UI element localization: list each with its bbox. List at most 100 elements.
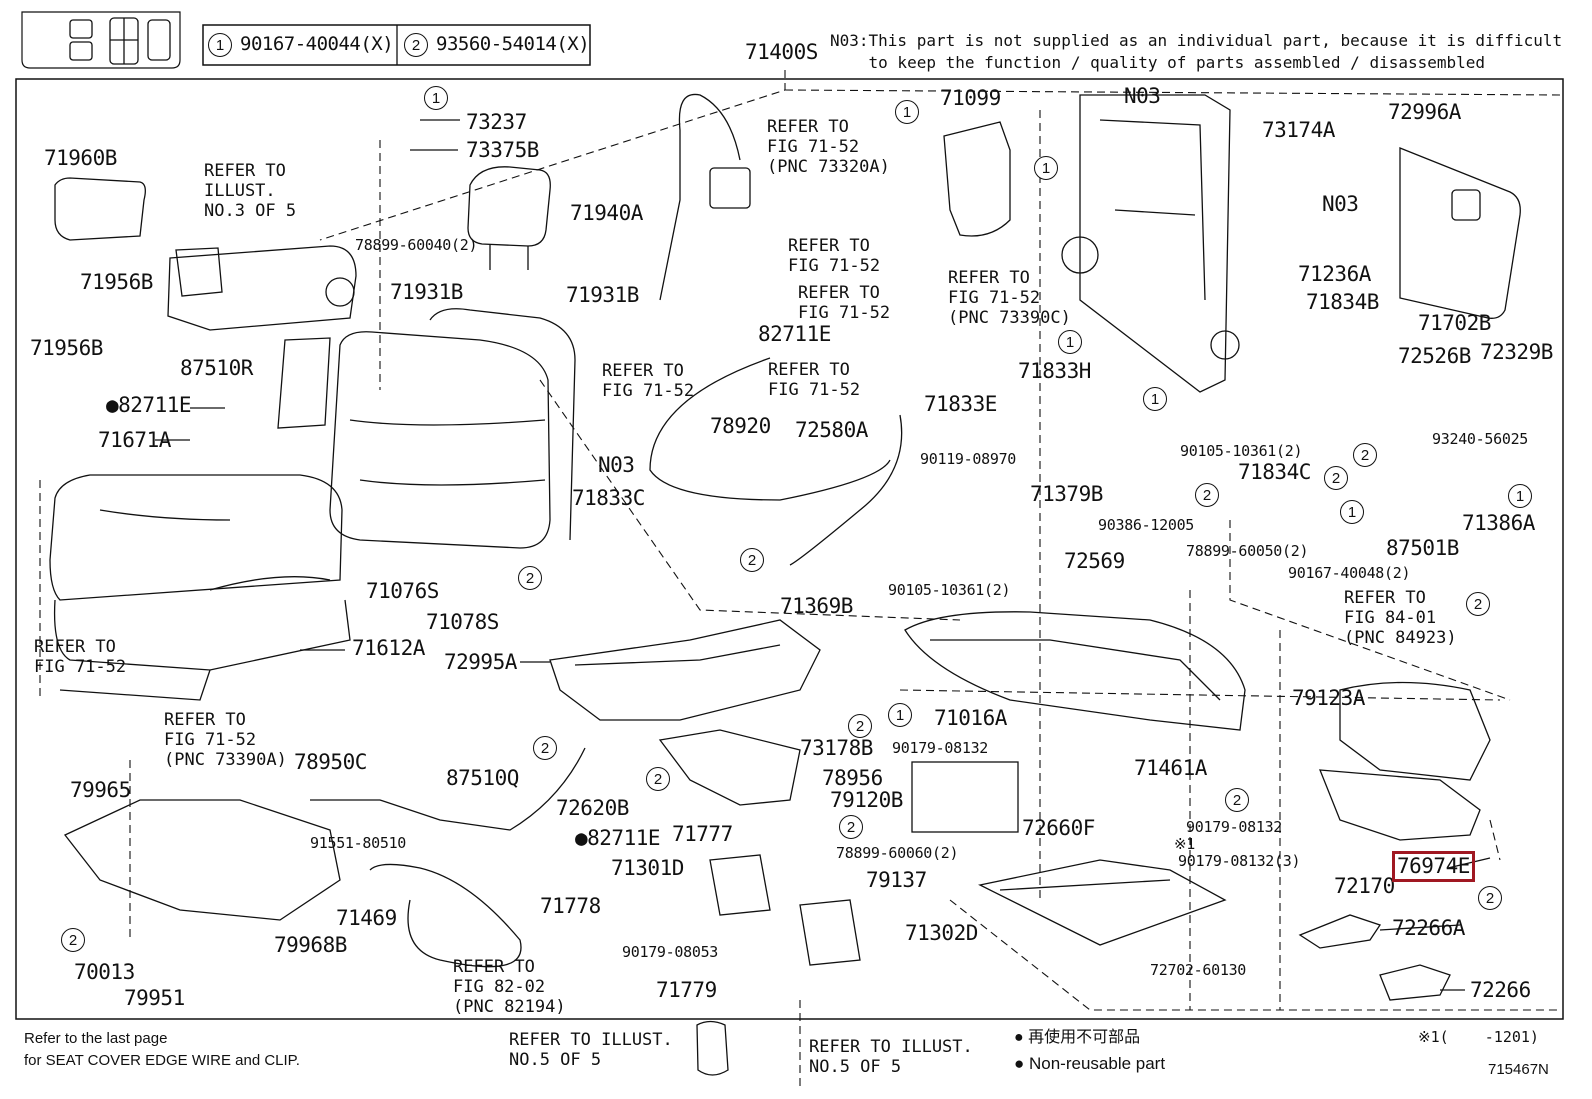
part-label[interactable]: 73237 bbox=[466, 110, 527, 134]
part-label[interactable]: 90119-08970 bbox=[920, 450, 1017, 468]
part-label[interactable]: 71833E bbox=[924, 392, 997, 416]
part-label[interactable]: 72526B bbox=[1398, 344, 1471, 368]
part-label[interactable]: N03 bbox=[1322, 192, 1359, 216]
part-label[interactable]: 78920 bbox=[710, 414, 771, 438]
part-label-71400s[interactable]: 71400S bbox=[745, 40, 818, 64]
part-label[interactable]: 72266A bbox=[1392, 916, 1465, 940]
part-label[interactable]: 78956 bbox=[822, 766, 883, 790]
part-label[interactable]: 71778 bbox=[540, 894, 601, 918]
part-label[interactable]: 72266 bbox=[1470, 978, 1531, 1002]
part-label[interactable]: 71834B bbox=[1306, 290, 1379, 314]
refer-to-label[interactable]: REFER TO ILLUST. NO.5 OF 5 bbox=[509, 1030, 673, 1070]
part-label[interactable]: 79120B bbox=[830, 788, 903, 812]
part-label[interactable]: 90179-08132 bbox=[1186, 818, 1283, 836]
part-label[interactable]: 71016A bbox=[934, 706, 1007, 730]
part-label[interactable]: 71833C bbox=[572, 486, 645, 510]
refer-to-label[interactable]: REFER TO FIG 71-52 (PNC 73390C) bbox=[948, 268, 1071, 328]
part-label[interactable]: 73178B bbox=[800, 736, 873, 760]
part-label[interactable]: 71301D bbox=[611, 856, 684, 880]
part-label[interactable]: 71940A bbox=[570, 201, 643, 225]
part-label[interactable]: 72170 bbox=[1334, 874, 1395, 898]
part-label[interactable]: 82711E bbox=[758, 322, 831, 346]
part-label[interactable]: 79965 bbox=[70, 778, 131, 802]
part-label[interactable]: 72569 bbox=[1064, 549, 1125, 573]
part-label[interactable]: ●82711E bbox=[106, 393, 192, 417]
part-label[interactable]: 78950C bbox=[294, 750, 367, 774]
part-label[interactable]: 71469 bbox=[336, 906, 397, 930]
part-label[interactable]: 72580A bbox=[795, 418, 868, 442]
part-label[interactable]: 72660F bbox=[1022, 816, 1095, 840]
part-label[interactable]: ●82711E bbox=[575, 826, 661, 850]
part-label[interactable]: 71461A bbox=[1134, 756, 1207, 780]
part-label[interactable]: 71671A bbox=[98, 428, 171, 452]
part-label[interactable]: 71956B bbox=[30, 336, 103, 360]
part-label[interactable]: 87510R bbox=[180, 356, 253, 380]
part-label[interactable]: 71956B bbox=[80, 270, 153, 294]
part-label[interactable]: 87510Q bbox=[446, 766, 519, 790]
callout-2: 2 bbox=[1478, 886, 1502, 910]
part-label[interactable]: 72702-60130 bbox=[1150, 961, 1247, 979]
part-label[interactable]: 78899-60040(2) bbox=[355, 236, 478, 254]
refer-to-label[interactable]: REFER TO FIG 82-02 (PNC 82194) bbox=[453, 957, 566, 1017]
refer-to-label[interactable]: REFER TO ILLUST. NO.5 OF 5 bbox=[809, 1037, 973, 1077]
part-label[interactable]: 71833H bbox=[1018, 359, 1091, 383]
refer-to-label[interactable]: REFER TO FIG 84-01 (PNC 84923) bbox=[1344, 588, 1457, 648]
refer-to-label[interactable]: REFER TO FIG 71-52 bbox=[788, 236, 881, 276]
part-label[interactable]: 79123A bbox=[1292, 686, 1365, 710]
part-label[interactable]: 71076S bbox=[366, 579, 439, 603]
part-label[interactable]: 72329B bbox=[1480, 340, 1553, 364]
part-label-76974e-highlighted[interactable]: 76974E bbox=[1392, 851, 1475, 882]
part-label[interactable]: 90179-08132 bbox=[892, 739, 989, 757]
legend-part-2[interactable]: 93560-54014(X) bbox=[436, 33, 590, 55]
refer-to-label[interactable]: REFER TO FIG 71-52 bbox=[768, 360, 861, 400]
part-label[interactable]: 71386A bbox=[1462, 511, 1535, 535]
part-label[interactable]: 71931B bbox=[390, 280, 463, 304]
part-label[interactable]: 71379B bbox=[1030, 482, 1103, 506]
part-label[interactable]: 71612A bbox=[352, 636, 425, 660]
part-label[interactable]: 71302D bbox=[905, 921, 978, 945]
part-label[interactable]: 90179-08053 bbox=[622, 943, 719, 961]
part-label[interactable]: 78899-60060(2) bbox=[836, 844, 959, 862]
part-label[interactable]: 71236A bbox=[1298, 262, 1371, 286]
part-label[interactable]: 90179-08132(3) bbox=[1178, 852, 1301, 870]
refer-to-label[interactable]: REFER TO FIG 71-52 bbox=[798, 283, 891, 323]
part-label[interactable]: 90105-10361(2) bbox=[888, 581, 1011, 599]
part-label[interactable]: 78899-60050(2) bbox=[1186, 542, 1309, 560]
callout-2: 2 bbox=[740, 548, 764, 572]
part-label[interactable]: 90386-12005 bbox=[1098, 516, 1195, 534]
part-label[interactable]: 71777 bbox=[672, 822, 733, 846]
part-label[interactable]: 87501B bbox=[1386, 536, 1459, 560]
part-label[interactable]: 93240-56025 bbox=[1432, 430, 1529, 448]
part-label[interactable]: 72620B bbox=[556, 796, 629, 820]
part-label[interactable]: 91551-80510 bbox=[310, 834, 407, 852]
part-label[interactable]: 70013 bbox=[74, 960, 135, 984]
refer-to-label[interactable]: REFER TO ILLUST. NO.3 OF 5 bbox=[204, 161, 297, 221]
part-label[interactable]: 90105-10361(2) bbox=[1180, 442, 1303, 460]
refer-to-label[interactable]: REFER TO FIG 71-52 bbox=[34, 637, 127, 677]
part-label[interactable]: 71834C bbox=[1238, 460, 1311, 484]
part-label[interactable]: 71369B bbox=[780, 594, 853, 618]
refer-to-label[interactable]: REFER TO FIG 71-52 (PNC 73320A) bbox=[767, 117, 890, 177]
part-label[interactable]: 71078S bbox=[426, 610, 499, 634]
callout-2: 2 bbox=[1324, 466, 1348, 490]
part-label[interactable]: 79137 bbox=[866, 868, 927, 892]
part-label[interactable]: 71779 bbox=[656, 978, 717, 1002]
part-label[interactable]: N03 bbox=[598, 453, 635, 477]
part-label[interactable]: 73375B bbox=[466, 138, 539, 162]
part-label[interactable]: 71960B bbox=[44, 146, 117, 170]
part-label[interactable]: 71931B bbox=[566, 283, 639, 307]
legend-part-1[interactable]: 90167-40044(X) bbox=[240, 33, 394, 55]
part-label[interactable]: N03 bbox=[1124, 84, 1161, 108]
refer-to-label[interactable]: REFER TO FIG 71-52 (PNC 73390A) bbox=[164, 710, 287, 770]
callout-1: 1 bbox=[1340, 500, 1364, 524]
part-label[interactable]: 71702B bbox=[1418, 311, 1491, 335]
part-label[interactable]: 79951 bbox=[124, 986, 185, 1010]
part-label[interactable]: 72995A bbox=[444, 650, 517, 674]
part-label[interactable]: 73174A bbox=[1262, 118, 1335, 142]
part-label[interactable]: 90167-40048(2) bbox=[1288, 564, 1411, 582]
part-label[interactable]: 72996A bbox=[1388, 100, 1461, 124]
part-label[interactable]: 71099 bbox=[940, 86, 1001, 110]
refer-to-label[interactable]: REFER TO FIG 71-52 bbox=[602, 361, 695, 401]
part-label[interactable]: 79968B bbox=[274, 933, 347, 957]
